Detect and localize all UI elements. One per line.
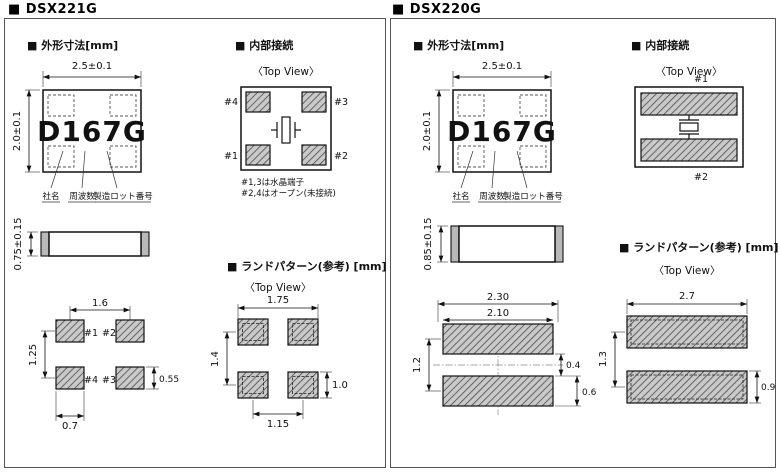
package-height-dim: 2.0±0.1 bbox=[422, 111, 433, 151]
pad-label-2: #2 bbox=[694, 172, 708, 183]
internal-section-title: ■ 内部接続 bbox=[235, 38, 293, 52]
package-marking: D167G bbox=[447, 115, 557, 148]
pad2-label: #2 bbox=[102, 328, 116, 339]
pad-pitch-x-dim: 1.6 bbox=[92, 298, 108, 309]
land-pitch-y-dim: 1.4 bbox=[210, 351, 221, 367]
internal-connection-drawing: 〈Top View〉 #4 #3 #1 #2 #1,3は水晶端子 #2,4はオー… bbox=[224, 66, 348, 199]
land-section-title: ■ ランドパターン(参考) [mm] bbox=[227, 259, 387, 273]
pad-label-1: #1 bbox=[224, 151, 238, 162]
land-width-dim: 2.7 bbox=[679, 291, 695, 302]
land-pitch-x-dim: 1.15 bbox=[267, 419, 289, 430]
panel1-title: ■ DSX221G bbox=[8, 2, 98, 17]
marking-label-company: 社名 bbox=[452, 191, 469, 202]
package-outline-drawing: 2.5±0.1 2.0±0.1 D167G 社名 周波数 製造ロット番号 bbox=[12, 61, 153, 203]
pad-pitch-y-dim: 1.2 bbox=[412, 357, 423, 373]
side-height-dim: 0.85±0.15 bbox=[423, 218, 434, 271]
pad4-label: #4 bbox=[84, 375, 98, 386]
pad-label-1: #1 bbox=[694, 74, 708, 85]
pad3-label: #3 bbox=[102, 375, 116, 386]
package-height-dim: 2.0±0.1 bbox=[12, 111, 23, 151]
side-view-drawing: 0.75±0.15 bbox=[13, 218, 150, 271]
pad1-label: #1 bbox=[84, 328, 98, 339]
pad-label-4: #4 bbox=[224, 97, 238, 108]
pad-inner-width-dim: 2.10 bbox=[487, 308, 509, 319]
pad-width-dim: 0.7 bbox=[62, 421, 78, 432]
pad-layout-drawing: 1.6 1.25 #1 #2 #4 #3 0.7 0.55 bbox=[28, 298, 179, 432]
package-width-dim: 2.5±0.1 bbox=[72, 61, 112, 72]
land-pattern-drawing: ■ ランドパターン(参考) [mm] 〈Top View〉 1.75 1.4 1… bbox=[210, 259, 387, 430]
package-width-dim: 2.5±0.1 bbox=[482, 61, 522, 72]
marking-label-frequency: 周波数 bbox=[69, 191, 95, 202]
land-pad-height-dim: 1.0 bbox=[332, 380, 348, 391]
land-pattern-drawing: ■ ランドパターン(参考) [mm] 〈Top View〉 2.7 1.3 0.… bbox=[598, 240, 779, 404]
top-view-label: 〈Top View〉 bbox=[654, 265, 721, 277]
panel2-title: ■ DSX220G bbox=[392, 2, 482, 17]
internal-note-2: #2,4はオープン(未接続) bbox=[241, 188, 336, 199]
pad-gap-dim: 0.4 bbox=[566, 361, 581, 371]
marking-label-frequency: 周波数 bbox=[479, 191, 505, 202]
package-marking: D167G bbox=[37, 115, 147, 148]
package-outline-drawing: 2.5±0.1 2.0±0.1 D167G 社名 周波数 製造ロット番号 bbox=[422, 61, 563, 203]
crystal-symbol bbox=[271, 116, 301, 144]
land-pitch-y-dim: 1.3 bbox=[598, 351, 609, 367]
side-view-drawing: 0.85±0.15 bbox=[423, 218, 564, 271]
pad-label-2: #2 bbox=[334, 151, 348, 162]
marking-label-lot: 製造ロット番号 bbox=[93, 191, 153, 202]
land-width-dim: 1.75 bbox=[267, 295, 289, 306]
dsx221g-drawing: ■ 外形寸法[mm] ■ 内部接続 2.5±0.1 2.0±0.1 D167G … bbox=[12, 38, 387, 432]
side-height-dim: 0.75±0.15 bbox=[13, 218, 24, 271]
land-pad-height-dim: 0.9 bbox=[761, 383, 776, 393]
outline-section-title: ■ 外形寸法[mm] bbox=[413, 38, 504, 52]
internal-note-1: #1,3は水晶端子 bbox=[241, 177, 305, 188]
pad-layout-drawing: 2.30 2.10 1.2 0.4 0.6 bbox=[412, 292, 597, 415]
top-view-label: 〈Top View〉 bbox=[656, 66, 723, 78]
land-section-title: ■ ランドパターン(参考) [mm] bbox=[619, 240, 779, 254]
marking-label-company: 社名 bbox=[42, 191, 59, 202]
pad-label-3: #3 bbox=[334, 97, 348, 108]
pad-height-dim: 0.6 bbox=[582, 388, 597, 398]
crystal-symbol bbox=[679, 115, 699, 139]
dsx220g-drawing: ■ 外形寸法[mm] ■ 内部接続 2.5±0.1 2.0±0.1 D167G … bbox=[412, 38, 779, 415]
dsx220g-panel: ■ 外形寸法[mm] ■ 内部接続 2.5±0.1 2.0±0.1 D167G … bbox=[390, 18, 779, 468]
pad-height-dim: 0.55 bbox=[159, 375, 179, 385]
internal-section-title: ■ 内部接続 bbox=[631, 38, 689, 52]
internal-connection-drawing: 〈Top View〉 #1 #2 bbox=[634, 66, 744, 183]
pad-outer-width-dim: 2.30 bbox=[487, 292, 509, 303]
marking-label-lot: 製造ロット番号 bbox=[503, 191, 563, 202]
top-view-label: 〈Top View〉 bbox=[253, 66, 320, 78]
pad-pitch-y-dim: 1.25 bbox=[28, 344, 39, 366]
top-view-label: 〈Top View〉 bbox=[245, 282, 312, 294]
dsx221g-panel: ■ 外形寸法[mm] ■ 内部接続 2.5±0.1 2.0±0.1 D167G … bbox=[4, 18, 387, 468]
outline-section-title: ■ 外形寸法[mm] bbox=[27, 38, 118, 52]
